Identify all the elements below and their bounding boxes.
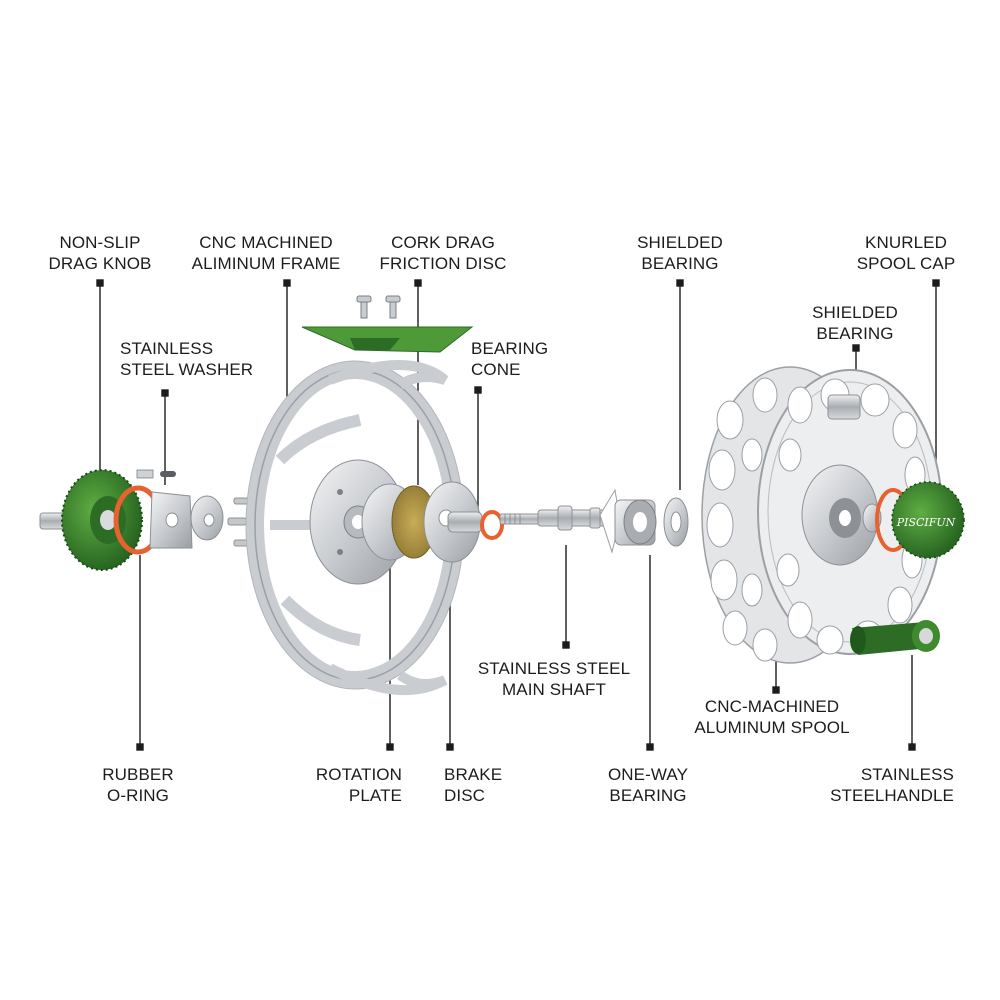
main-shaft — [499, 505, 619, 531]
small-spring — [136, 469, 176, 479]
frame-pins — [227, 497, 249, 547]
steel-washer — [149, 491, 193, 549]
bearing-cone — [447, 510, 504, 540]
drag-knob — [61, 469, 143, 571]
one-way-bearing — [599, 488, 657, 554]
brand-mark: PISCIFUN — [896, 516, 956, 529]
spool-cap: PISCIFUN — [891, 481, 965, 559]
spool-handle — [850, 620, 940, 655]
washer-disc — [190, 495, 224, 541]
shielded-bearing-1 — [663, 497, 689, 547]
